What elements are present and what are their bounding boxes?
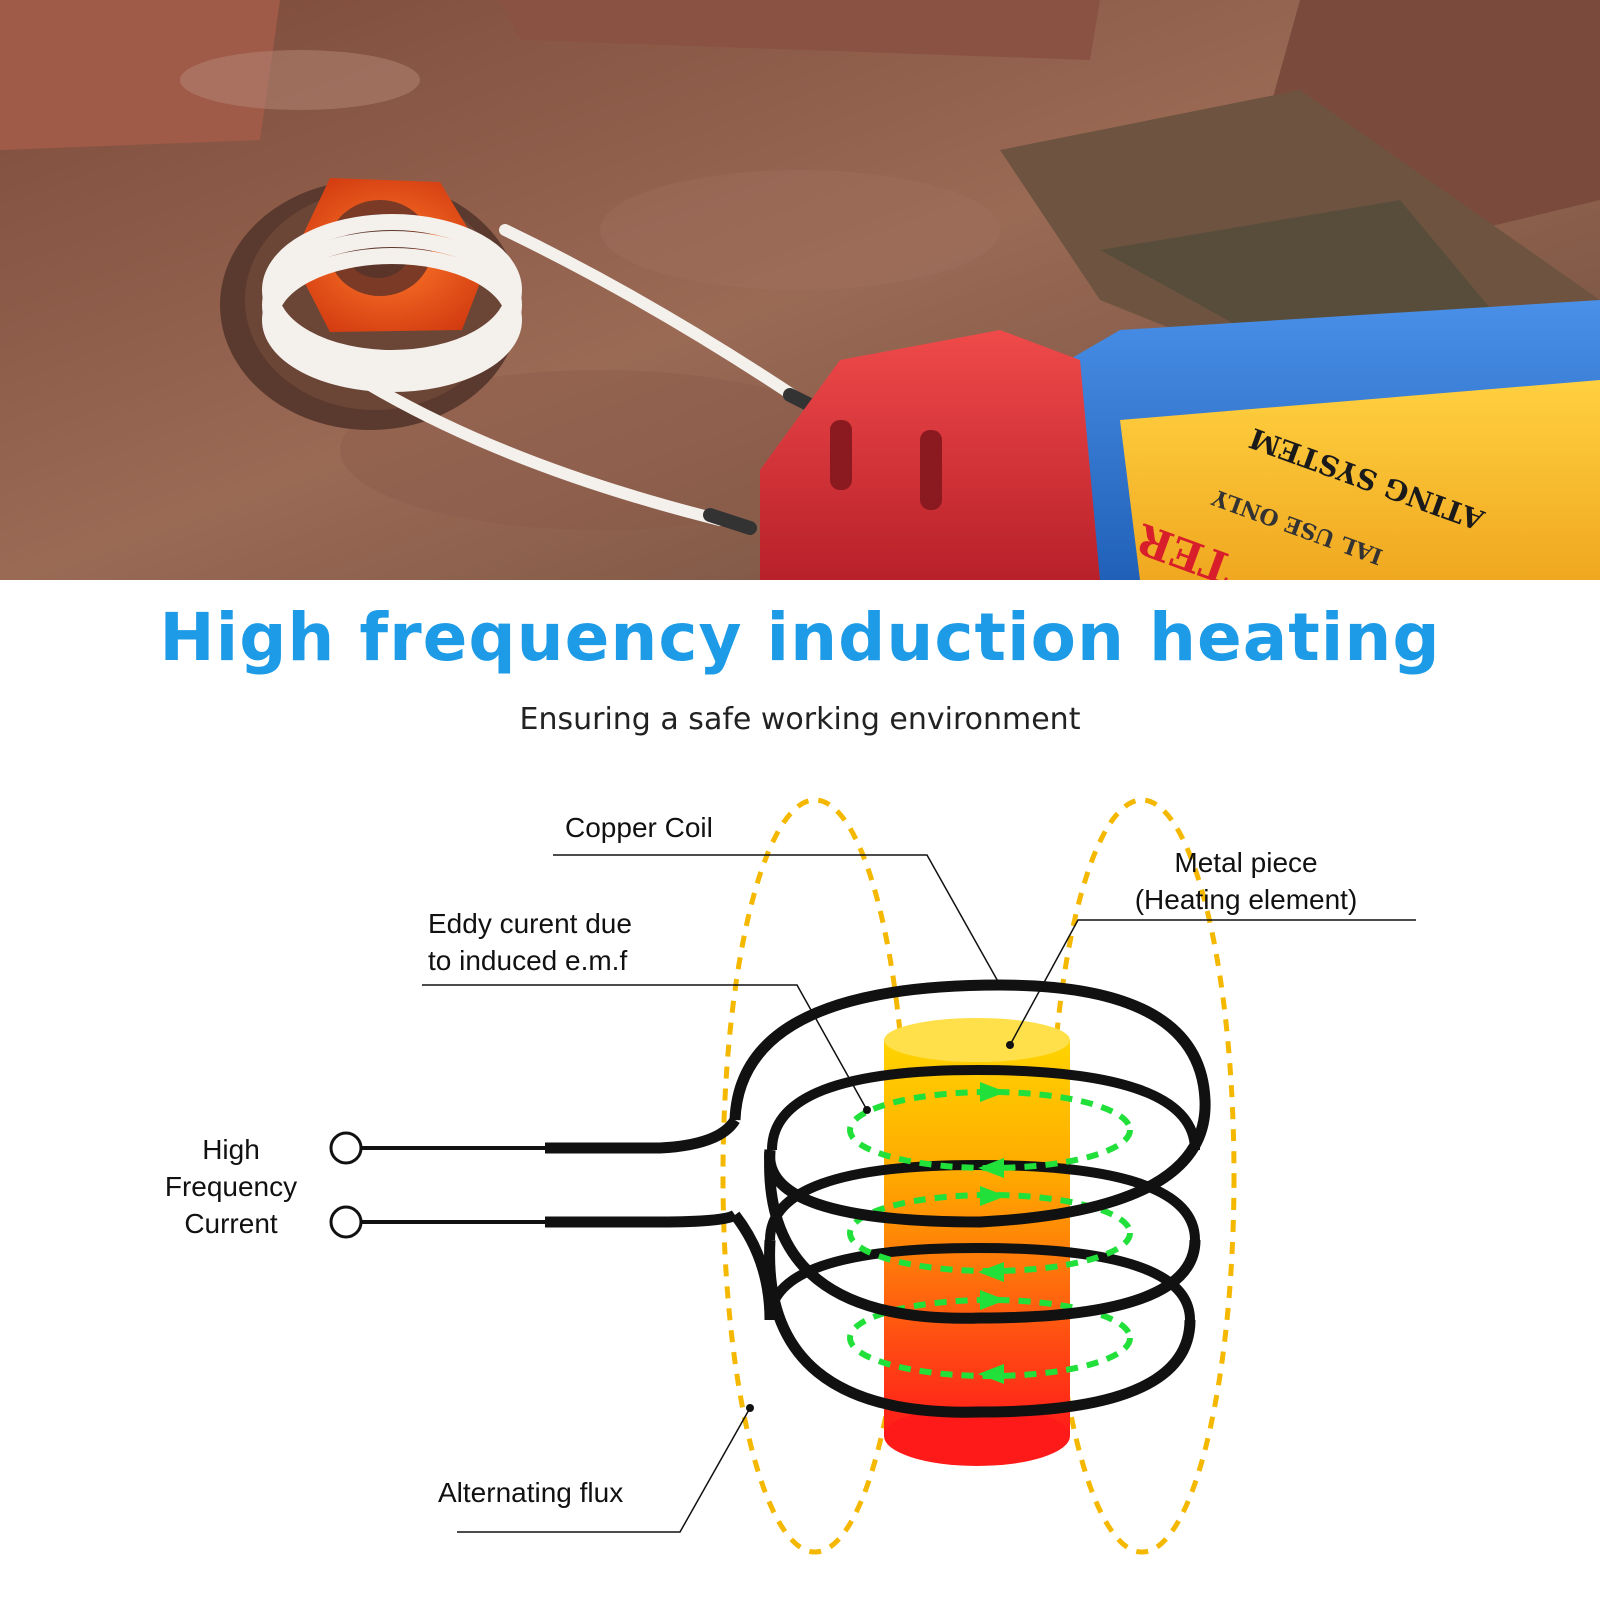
flux-loop-right: [1047, 797, 1237, 1555]
label-eddy-line1: Eddy curent due: [428, 908, 632, 939]
label-metal-piece-line1: Metal piece: [1174, 847, 1317, 878]
label-hf-line2: Frequency: [165, 1171, 297, 1202]
metal-piece: [884, 1018, 1070, 1466]
induction-diagram: Copper Coil Metal piece (Heating element…: [0, 790, 1600, 1600]
copper-coil: [545, 979, 1211, 1418]
label-hf-line1: High: [202, 1134, 260, 1165]
terminal-bottom: [329, 1205, 363, 1239]
label-copper-coil: Copper Coil: [565, 812, 713, 843]
label-hf-line3: Current: [184, 1208, 278, 1239]
headline: High frequency induction heating: [159, 599, 1441, 676]
flux-loop-left: [720, 797, 910, 1555]
terminal-top: [329, 1131, 363, 1165]
product-photo: ATING SYSTEM IAL USE ONLY TER: [0, 0, 1600, 580]
label-eddy-line2: to induced e.m.f: [428, 945, 627, 976]
label-metal-piece-line2: (Heating element): [1135, 884, 1358, 915]
label-alternating-flux: Alternating flux: [438, 1477, 623, 1508]
subheadline: Ensuring a safe working environment: [519, 702, 1081, 737]
eddy-arrows: [978, 1082, 1006, 1384]
